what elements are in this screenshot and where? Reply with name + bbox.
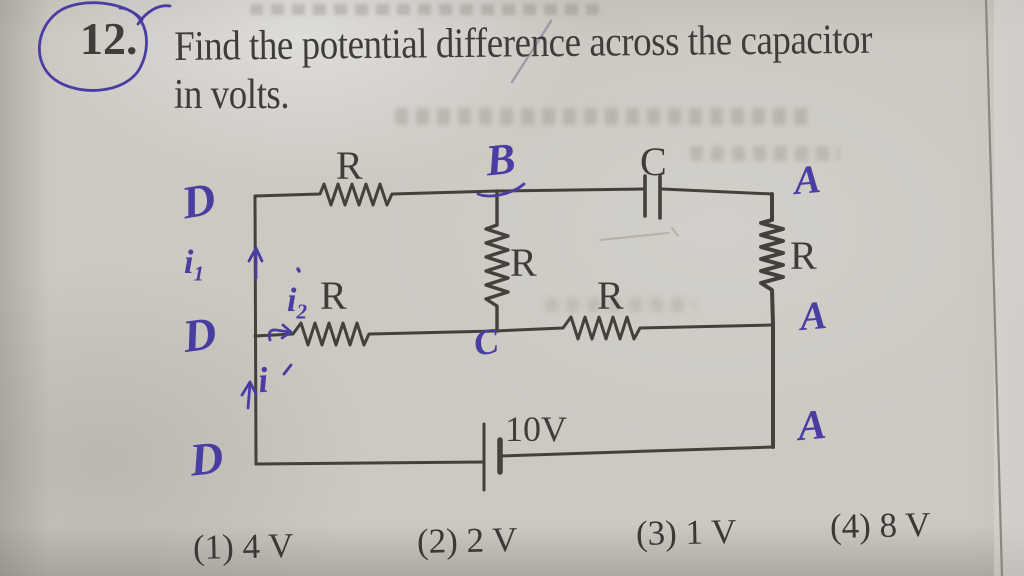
- node-d-bottom-label: D: [187, 431, 226, 486]
- wire-left: [253, 194, 258, 466]
- resistor-middle-left-label: R: [320, 273, 347, 318]
- current-arrow-i2: [267, 323, 293, 342]
- question-number: 12.: [80, 13, 138, 64]
- resistor-middle-vertical-label: R: [510, 240, 537, 285]
- wire-middle-with-resistors: [253, 315, 775, 347]
- wire-top-with-resistor: [253, 182, 645, 207]
- wire-bottom-left: [254, 460, 486, 466]
- node-a-top-label: A: [792, 155, 823, 204]
- node-b-label: B: [483, 133, 518, 186]
- resistor-middle-right-label: R: [597, 273, 624, 318]
- capacitor-label: C: [640, 139, 667, 184]
- wire-right-with-resistor: [759, 192, 785, 449]
- battery-voltage-label: 10V: [505, 409, 567, 449]
- stray-mark: [599, 227, 679, 241]
- option-1: (1) 4 V: [192, 525, 294, 568]
- question-text-line2: in volts.: [174, 72, 290, 118]
- node-a-middle-label: A: [798, 291, 829, 340]
- resistor-right-label: R: [790, 233, 817, 278]
- current-arrow-i: [240, 380, 258, 410]
- column-rule: [984, 0, 1004, 576]
- current-i2-label: i2: [287, 282, 307, 324]
- option-3: (3) 1 V: [635, 511, 737, 554]
- question-text-line1: Find the potential difference across the…: [173, 16, 873, 70]
- question-number-circle-tail: [136, 4, 172, 26]
- current-arrow-i1: [247, 246, 264, 280]
- ink-tick: [282, 363, 293, 376]
- current-i1-label: i1: [184, 244, 204, 286]
- resistor-top-label: R: [336, 143, 363, 188]
- wire-top-right: [660, 187, 774, 196]
- node-d-middle-label: D: [179, 306, 220, 363]
- node-a-bottom-label: A: [796, 401, 828, 451]
- branch-middle-vertical-resistor: [484, 189, 510, 333]
- option-4: (4) 8 V: [829, 504, 931, 547]
- option-2: (2) 2 V: [416, 519, 518, 562]
- ink-dot: [296, 267, 301, 273]
